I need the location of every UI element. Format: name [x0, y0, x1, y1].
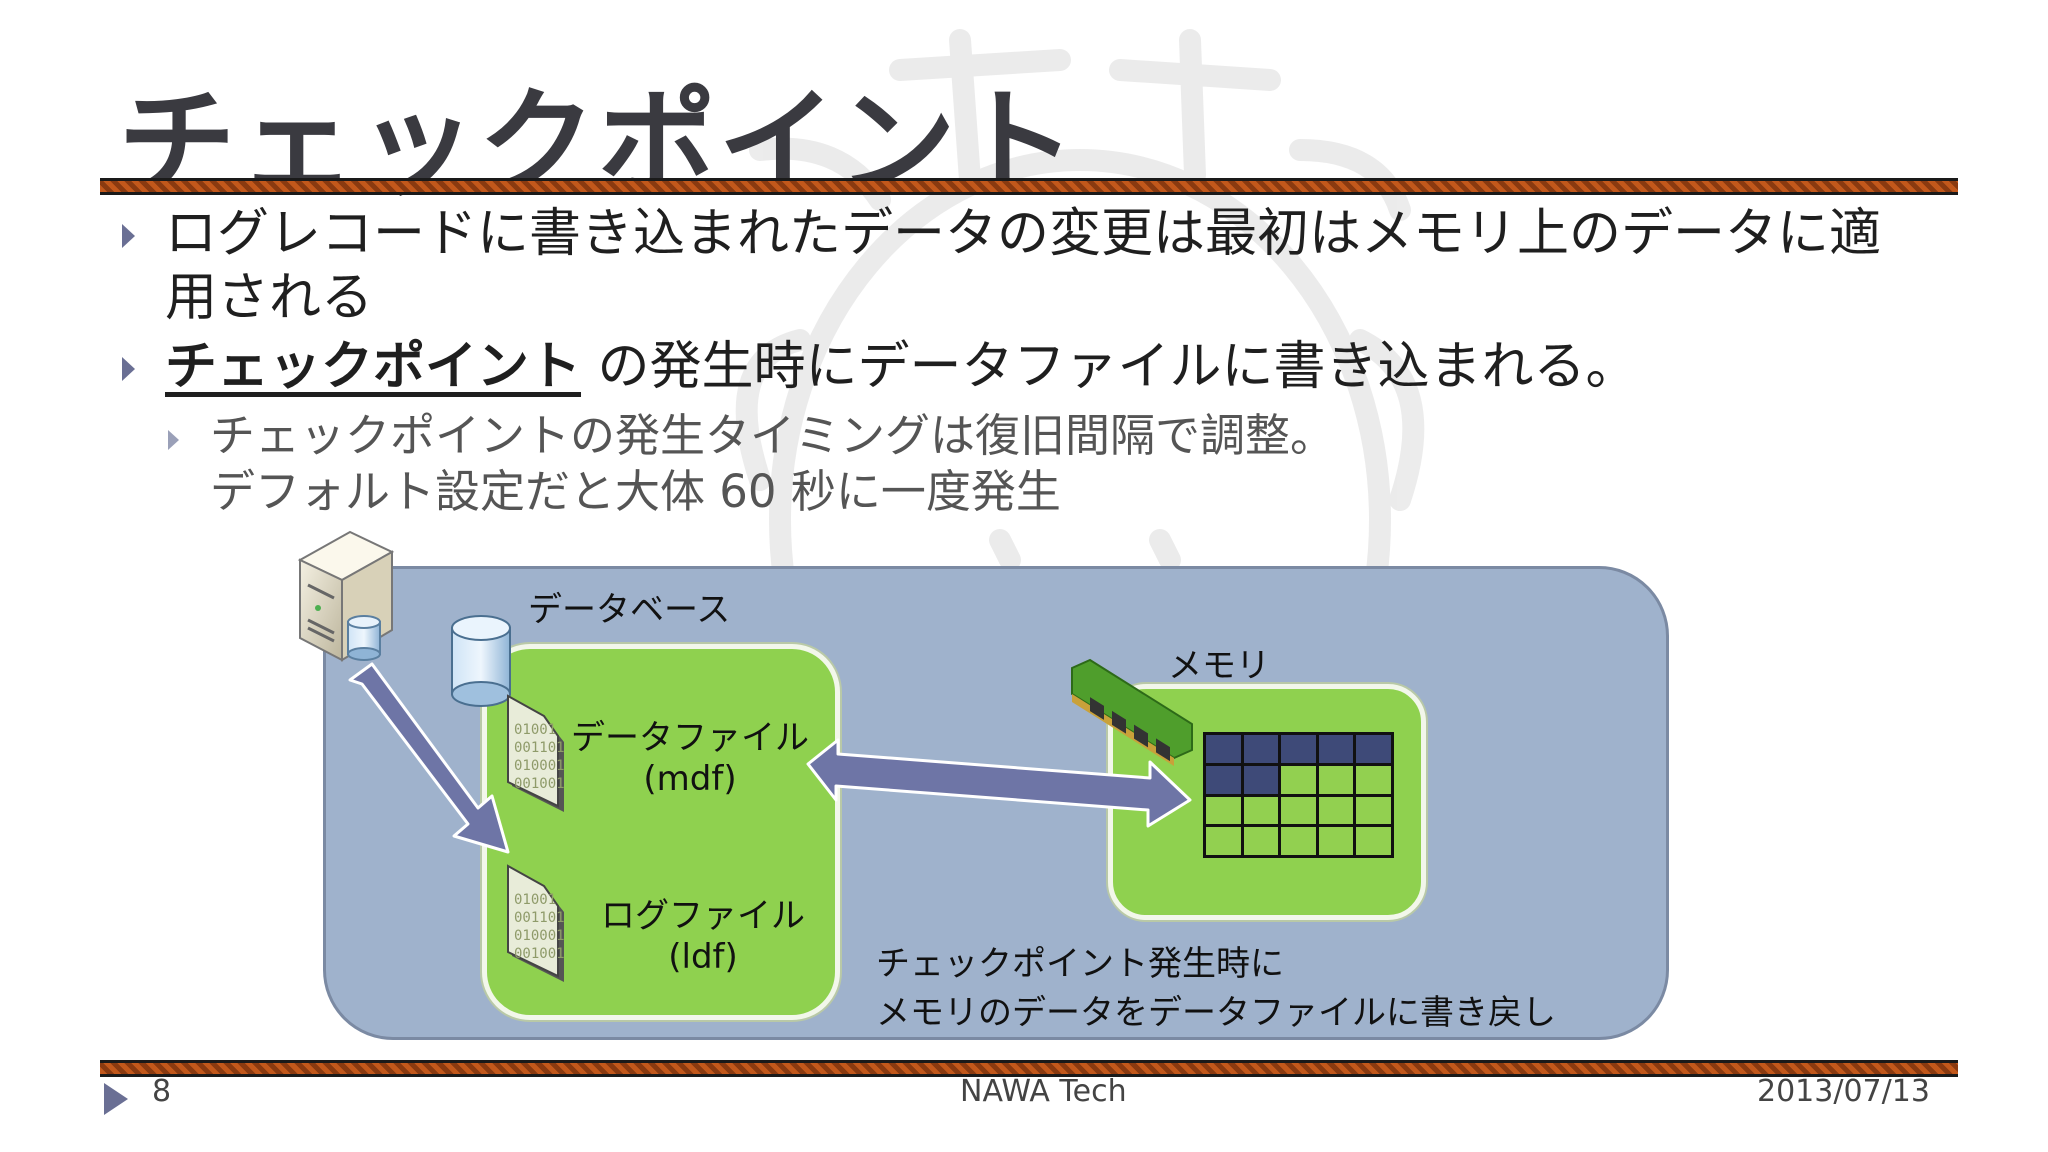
clean-page-cell	[1206, 827, 1241, 855]
clean-page-cell	[1243, 827, 1279, 855]
checkpoint-caption: チェックポイント発生時に メモリのデータをデータファイルに書き戻し	[876, 936, 1556, 1034]
clean-page-cell	[1206, 796, 1241, 825]
dirty-page-cell	[1318, 735, 1354, 763]
bullet-2-text: の発生時にデータファイルに書き込まれる。	[581, 337, 1638, 397]
dirty-page-cell	[1281, 735, 1316, 763]
sub-bullet: チェックポイントの発生タイミングは復旧間隔で調整。 デフォルト設定だと大体 60…	[210, 408, 1335, 520]
data-file-name: データファイル	[571, 718, 809, 758]
bullet-1: ログレコードに書き込まれたデータの変更は最初はメモリ上のデータに適用される	[165, 204, 1882, 328]
clean-page-cell	[1318, 827, 1354, 855]
memory-label: メモリ	[1168, 646, 1270, 686]
memory-page-grid	[1203, 732, 1394, 858]
clean-page-cell	[1318, 796, 1354, 825]
log-file-label: ログファイル (ldf)	[592, 888, 814, 977]
clean-page-cell	[1356, 765, 1391, 794]
clean-page-cell	[1281, 827, 1316, 855]
page-number: 8	[152, 1074, 172, 1109]
clean-page-cell	[1281, 796, 1316, 825]
data-file-bits-3: 001001	[514, 776, 565, 792]
dirty-page-cell	[1356, 735, 1391, 763]
write-log-arrow-icon	[348, 662, 510, 854]
data-file-ext: (mdf)	[643, 759, 737, 799]
caption-line-2: メモリのデータをデータファイルに書き戻し	[876, 993, 1556, 1033]
bullet-arrow-icon	[122, 224, 135, 248]
log-file-bits-2: 010001	[514, 928, 565, 944]
data-file-icon: 01001 001101 010001 001001	[507, 694, 565, 812]
database-label: データベース	[528, 590, 731, 630]
log-file-bits-1: 001101	[514, 910, 565, 926]
sub-bullet-line-2: デフォルト設定だと大体 60 秒に一度発生	[210, 465, 1061, 518]
server-database-icon	[347, 615, 381, 661]
data-file-bits-2: 010001	[514, 758, 565, 774]
title-divider	[100, 178, 1958, 195]
log-file-icon: 01001 001101 010001 001001	[507, 864, 565, 982]
clean-page-cell	[1318, 765, 1354, 794]
data-file-bits-0: 01001	[514, 722, 556, 738]
bullet-2: チェックポイント の発生時にデータファイルに書き込まれる。	[165, 335, 1925, 399]
clean-page-cell	[1243, 796, 1279, 825]
checkpoint-double-arrow-icon	[806, 738, 1192, 828]
log-file-bits-3: 001001	[514, 946, 565, 962]
log-file-name: ログファイル	[601, 896, 805, 936]
log-file-ext: (ldf)	[668, 937, 738, 977]
dirty-page-cell	[1206, 735, 1241, 763]
dirty-page-cell	[1243, 765, 1279, 794]
log-file-bits-0: 01001	[514, 892, 556, 908]
bullet-arrow-icon	[122, 357, 135, 381]
sub-bullet-line-1: チェックポイントの発生タイミングは復旧間隔で調整。	[210, 409, 1336, 462]
clean-page-cell	[1356, 796, 1391, 825]
clean-page-cell	[1281, 765, 1316, 794]
footer-center-text: NAWA Tech	[960, 1074, 1127, 1109]
play-icon[interactable]	[104, 1083, 128, 1115]
clean-page-cell	[1356, 827, 1391, 855]
database-icon	[451, 615, 511, 707]
footer-date: 2013/07/13	[1757, 1074, 1930, 1109]
caption-line-1: チェックポイント発生時に	[876, 944, 1284, 984]
data-file-label: データファイル (mdf)	[566, 710, 814, 799]
footer-divider	[100, 1060, 1958, 1077]
sub-bullet-arrow-icon	[168, 430, 179, 450]
bullet-2-emphasis: チェックポイント	[165, 337, 582, 397]
memory-module-icon	[1071, 658, 1193, 766]
dirty-page-cell	[1206, 765, 1241, 794]
data-file-bits-1: 001101	[514, 740, 565, 756]
dirty-page-cell	[1243, 735, 1279, 763]
